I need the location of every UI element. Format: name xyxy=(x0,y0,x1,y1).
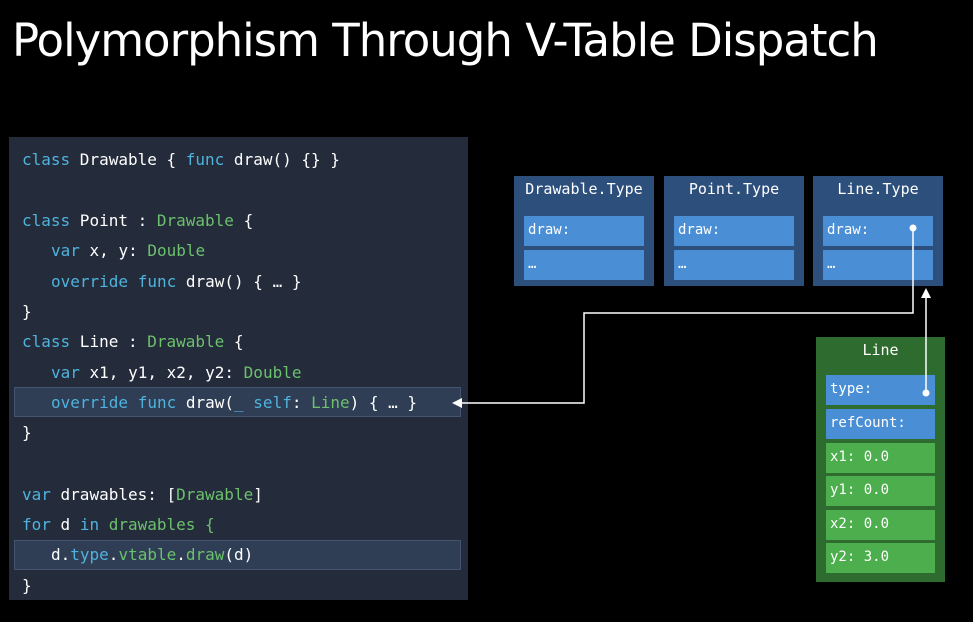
instance-field-refcount: refCount: xyxy=(826,409,935,439)
type-pointer-arrow xyxy=(921,288,931,397)
instance-field-x2: x2: 0.0 xyxy=(826,510,935,540)
vtable-line-title: Line.Type xyxy=(837,180,919,198)
highlight-line-override xyxy=(14,387,461,417)
line-instance-title: Line xyxy=(862,341,899,359)
code-line-1: class Drawable { func draw() {} } xyxy=(22,150,340,169)
vtable-line-more: … xyxy=(823,250,933,280)
code-line-15: } xyxy=(22,576,32,595)
code-line-10: } xyxy=(22,423,32,442)
vtable-point-draw: draw: xyxy=(674,216,794,246)
code-line-13: for d in drawables { xyxy=(22,515,215,534)
code-line-8: var x1, y1, x2, y2: Double xyxy=(51,363,302,382)
instance-field-y2: y2: 3.0 xyxy=(826,543,935,573)
vtable-line: Line.Type draw: … xyxy=(813,176,943,286)
code-line-9: override func draw(_ self: Line) { … } xyxy=(51,393,418,412)
draw-pointer-arrow xyxy=(452,224,917,408)
code-line-4: var x, y: Double xyxy=(51,241,206,260)
code-line-6: } xyxy=(22,302,32,321)
code-line-3: class Point : Drawable { xyxy=(22,211,254,230)
vtable-drawable-draw: draw: xyxy=(524,216,644,246)
code-line-5: override func draw() { … } xyxy=(51,272,302,291)
slide-title: Polymorphism Through V-Table Dispatch xyxy=(12,14,879,67)
vtable-point: Point.Type draw: … xyxy=(664,176,804,286)
line-instance: Line type: refCount: x1: 0.0 y1: 0.0 x2:… xyxy=(816,337,945,582)
code-line-12: var drawables: [Drawable] xyxy=(22,485,263,504)
code-panel: class Drawable { func draw() {} } class … xyxy=(9,137,468,600)
code-line-7: class Line : Drawable { xyxy=(22,332,244,351)
code-line-14: d.type.vtable.draw(d) xyxy=(51,545,254,564)
instance-field-y1: y1: 0.0 xyxy=(826,476,935,506)
highlight-line-dispatch xyxy=(14,540,461,570)
vtable-drawable-title: Drawable.Type xyxy=(525,180,643,198)
instance-field-x1: x1: 0.0 xyxy=(826,443,935,473)
vtable-drawable: Drawable.Type draw: … xyxy=(514,176,654,286)
vtable-point-title: Point.Type xyxy=(688,180,780,198)
instance-field-type: type: xyxy=(826,375,935,405)
vtable-point-more: … xyxy=(674,250,794,280)
vtable-drawable-more: … xyxy=(524,250,644,280)
